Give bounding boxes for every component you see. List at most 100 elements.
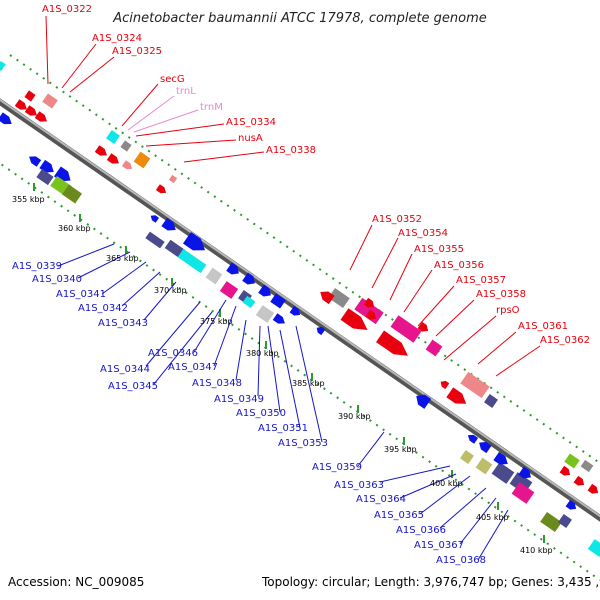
gene-box bbox=[106, 130, 120, 144]
gene-arrow bbox=[34, 111, 47, 122]
leader-line bbox=[357, 431, 385, 467]
gene-label: A1S_0324 bbox=[92, 33, 142, 44]
gene-arrow bbox=[518, 466, 531, 479]
gene-labels: A1S_0322A1S_0324A1S_0325secGA1S_0334nusA… bbox=[12, 4, 590, 566]
gene-box bbox=[558, 514, 572, 528]
gene-arrow bbox=[573, 475, 585, 486]
leader-line bbox=[379, 465, 451, 483]
gene-arrow bbox=[182, 231, 206, 251]
gene-label: nusA bbox=[238, 133, 263, 144]
gene-label: A1S_0343 bbox=[98, 318, 148, 329]
leader-line bbox=[69, 56, 115, 93]
kbp-label: 405 kbp bbox=[476, 513, 509, 522]
leader-line bbox=[153, 311, 213, 385]
gene-label: A1S_0357 bbox=[456, 275, 506, 286]
kbp-label: 385 kbp bbox=[292, 379, 325, 388]
leader-line bbox=[417, 285, 455, 327]
gene-label: A1S_0364 bbox=[356, 494, 406, 505]
leader-line bbox=[77, 251, 131, 279]
gene-label: A1S_0342 bbox=[78, 303, 128, 314]
leader-line bbox=[279, 329, 301, 429]
gene-label: A1S_0366 bbox=[396, 525, 446, 536]
gene-arrow bbox=[94, 145, 107, 156]
accession-text: Accession: NC_009085 bbox=[8, 575, 144, 589]
gene-arrow bbox=[24, 105, 37, 116]
leader-line bbox=[127, 95, 175, 131]
gene-arrow bbox=[0, 112, 12, 125]
gene-box bbox=[0, 61, 6, 71]
gene-label: A1S_0362 bbox=[540, 335, 590, 346]
gene-arrow bbox=[106, 153, 119, 164]
gene-arrow bbox=[150, 215, 159, 223]
leader-line bbox=[389, 253, 413, 301]
kbp-label: 365 kbp bbox=[106, 254, 139, 263]
gene-arrow bbox=[416, 394, 432, 409]
leader-line bbox=[459, 497, 497, 545]
gene-arrow bbox=[363, 297, 375, 308]
gene-arrow bbox=[587, 483, 599, 494]
gene-label: A1S_0358 bbox=[476, 289, 526, 300]
gene-label: A1S_0344 bbox=[100, 364, 150, 375]
gene-label: A1S_0348 bbox=[192, 378, 242, 389]
gene-arrow bbox=[493, 451, 508, 465]
gene-arrow bbox=[316, 326, 326, 336]
leader-line bbox=[477, 331, 517, 365]
gene-arrow bbox=[226, 262, 239, 275]
gene-arrow bbox=[121, 160, 133, 170]
gene-box bbox=[62, 184, 82, 204]
leader-line bbox=[145, 139, 237, 147]
gene-label: A1S_0339 bbox=[12, 261, 62, 272]
kbp-label: 370 kbp bbox=[154, 286, 187, 295]
gene-arrow bbox=[272, 313, 285, 324]
leader-line bbox=[133, 109, 199, 133]
gene-arrow bbox=[479, 441, 492, 454]
gene-label: A1S_0346 bbox=[148, 348, 198, 359]
gene-box bbox=[460, 371, 490, 399]
gene-box bbox=[587, 539, 600, 557]
leader-line bbox=[61, 43, 97, 89]
leader-line bbox=[439, 487, 487, 529]
kbp-label: 395 kbp bbox=[384, 445, 417, 454]
gene-arrow bbox=[376, 330, 408, 356]
gene-arrow bbox=[559, 465, 571, 476]
topology-text: Topology: circular; Length: 3,976,747 bp… bbox=[261, 575, 599, 589]
gene-label: A1S_0334 bbox=[226, 117, 276, 128]
genome-title: Acinetobacter baumannii ATCC 17978, comp… bbox=[112, 11, 487, 26]
scale-ticks bbox=[33, 183, 545, 543]
gene-box bbox=[484, 394, 498, 408]
leader-line bbox=[371, 237, 399, 289]
gene-label: trnL bbox=[176, 86, 196, 97]
gene-label: secG bbox=[160, 74, 185, 85]
gene-label: A1S_0355 bbox=[414, 244, 464, 255]
gene-arrow bbox=[365, 309, 377, 320]
gene-box bbox=[168, 174, 178, 184]
gene-label: A1S_0341 bbox=[56, 289, 106, 300]
gene-label: A1S_0354 bbox=[398, 228, 448, 239]
leader-line bbox=[477, 509, 509, 561]
leader-line bbox=[399, 473, 457, 499]
leader-line bbox=[121, 271, 161, 307]
leader-line bbox=[267, 325, 281, 413]
gene-label: A1S_0359 bbox=[312, 462, 362, 473]
gene-box bbox=[390, 315, 422, 343]
gene-box bbox=[328, 287, 350, 309]
gene-arrow bbox=[440, 380, 450, 390]
kbp-label: 360 kbp bbox=[58, 224, 91, 233]
gene-label: A1S_0351 bbox=[258, 423, 308, 434]
leader-line bbox=[443, 315, 497, 361]
gene-label: A1S_0345 bbox=[108, 381, 158, 392]
gene-box bbox=[540, 511, 562, 533]
gene-arrow bbox=[417, 321, 429, 332]
gene-box bbox=[42, 93, 58, 109]
gene-box bbox=[24, 90, 36, 102]
gene-label: A1S_0367 bbox=[414, 540, 464, 551]
gene-box bbox=[511, 482, 535, 504]
gene-label: A1S_0338 bbox=[266, 145, 316, 156]
genome-backbone bbox=[0, 98, 600, 522]
gene-label: A1S_0325 bbox=[112, 46, 162, 57]
gene-arrow bbox=[14, 99, 27, 110]
gene-box bbox=[425, 339, 443, 357]
upper-track bbox=[9, 54, 600, 465]
